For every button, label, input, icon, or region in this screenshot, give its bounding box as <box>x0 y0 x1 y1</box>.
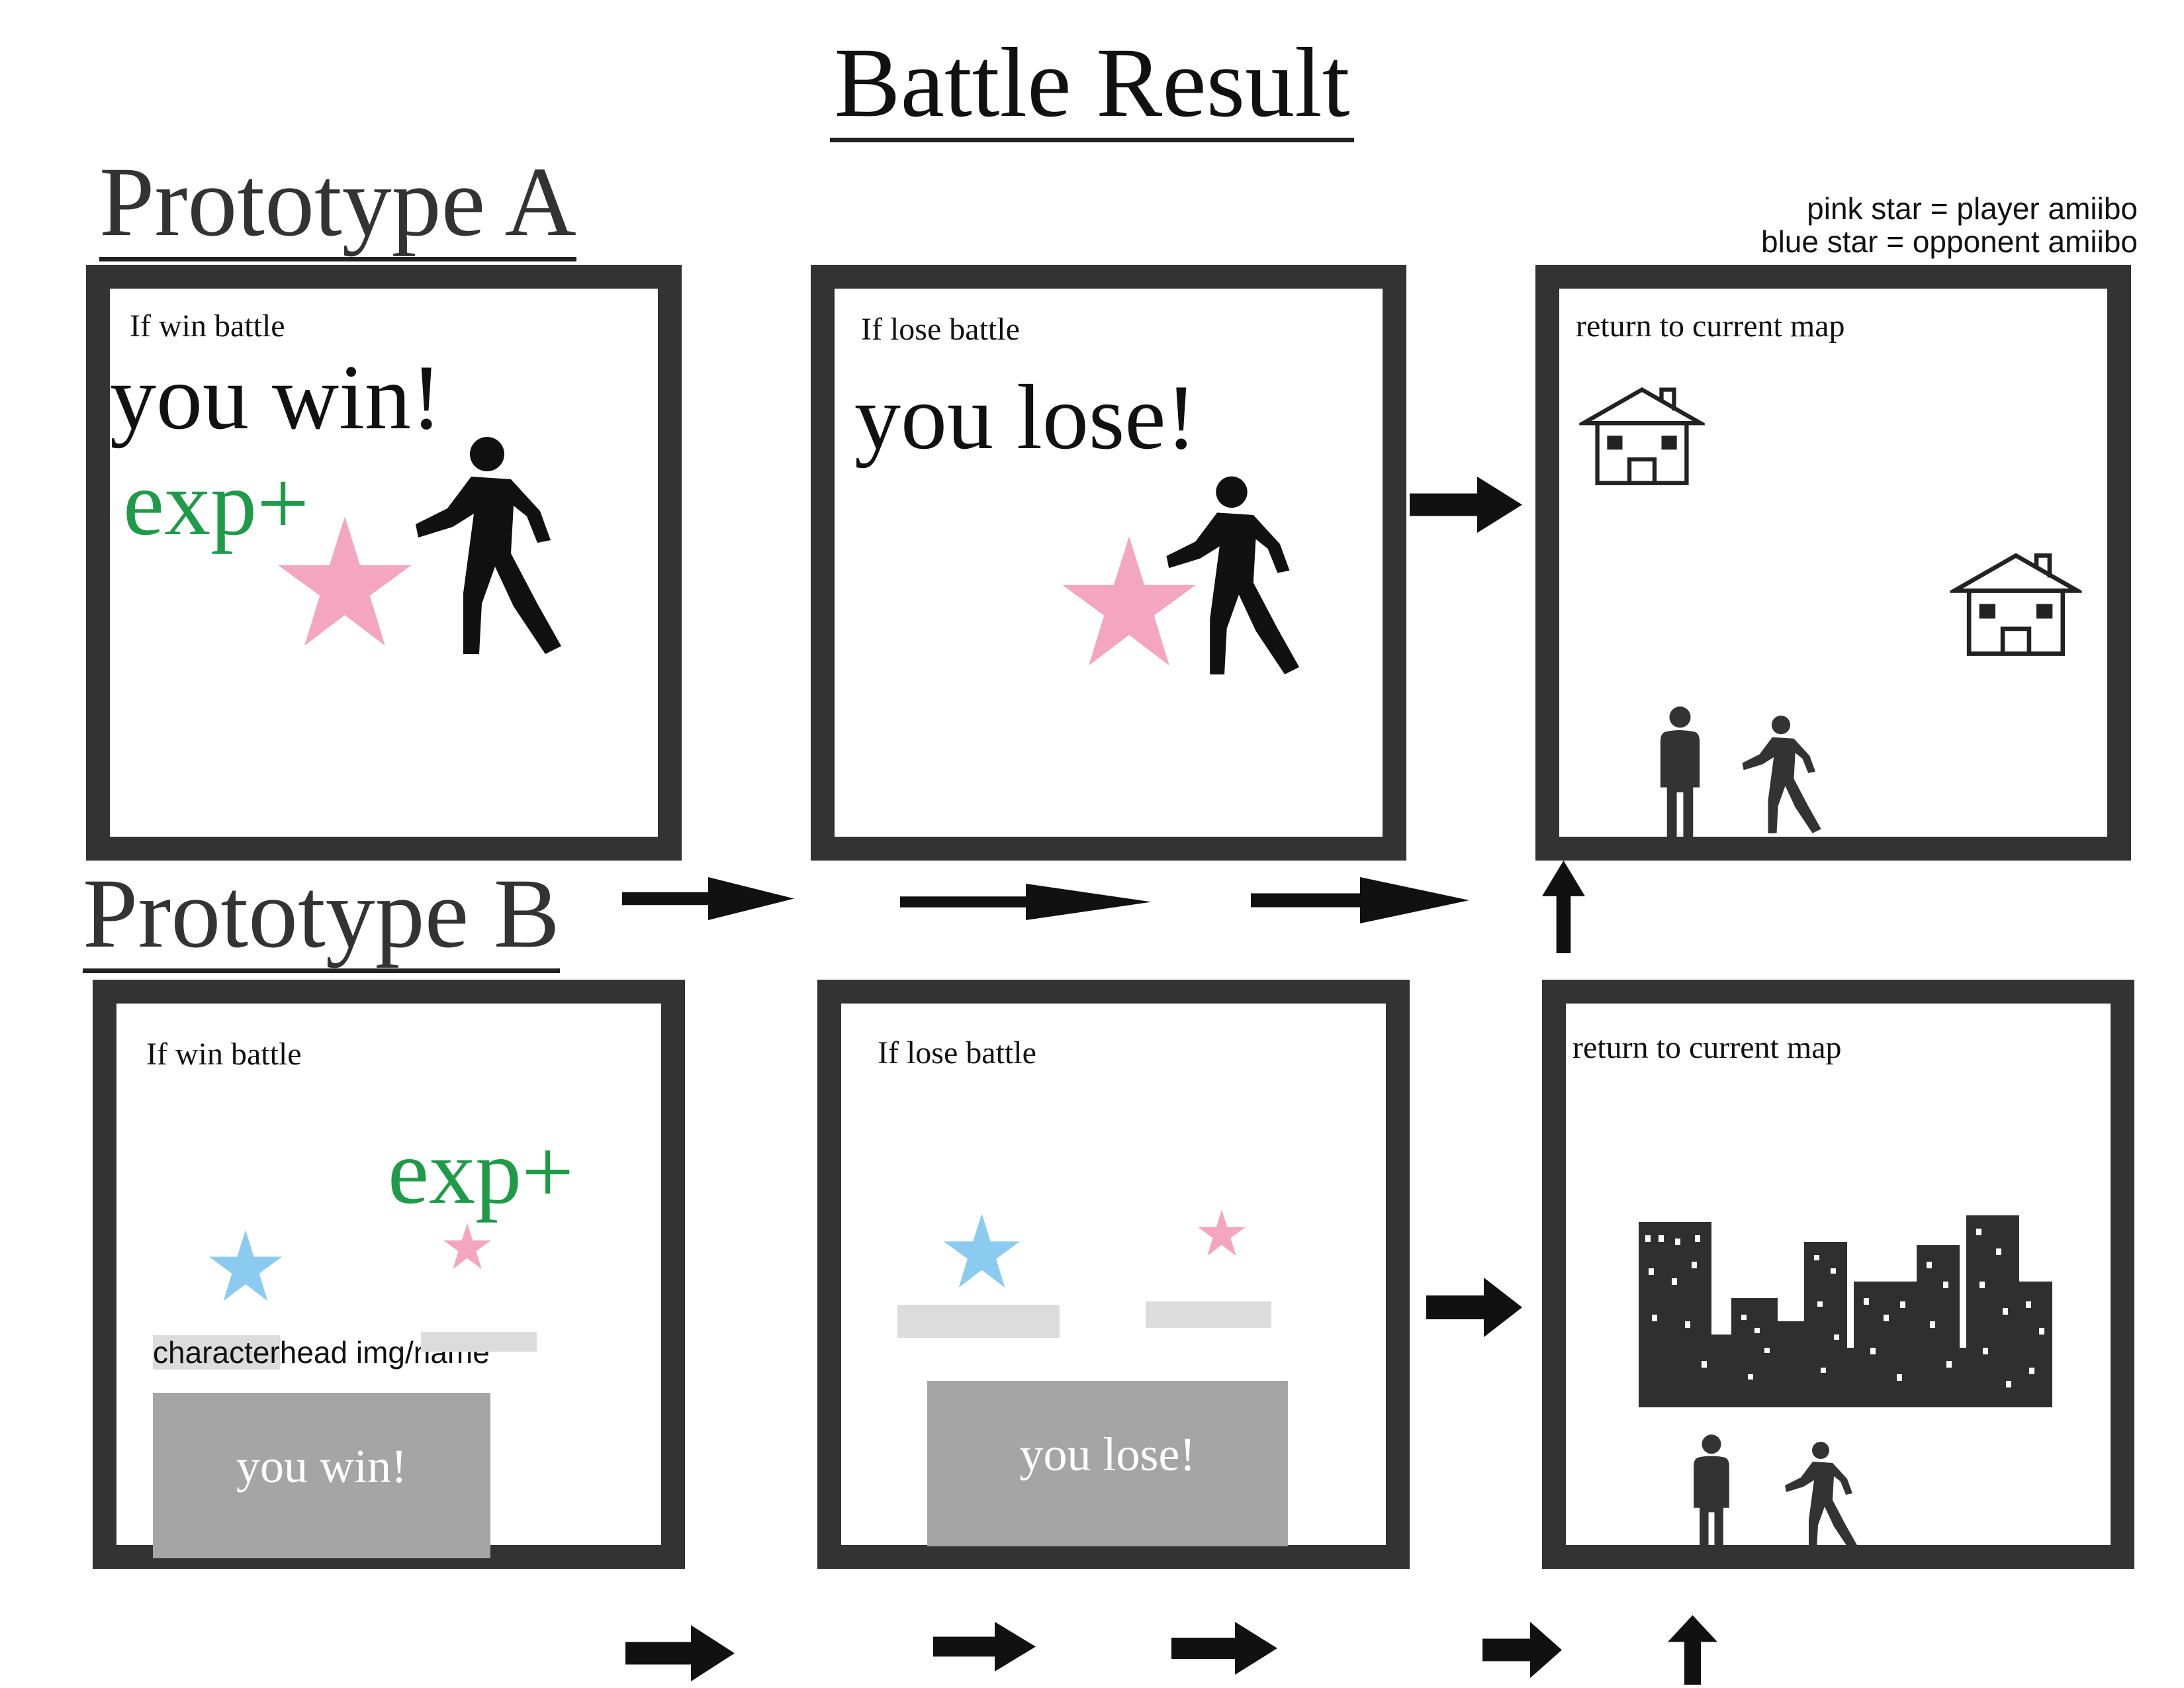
proto-b-map-panel: return to current map <box>1542 980 2134 1569</box>
standing-person-icon <box>1652 706 1708 845</box>
arrow-right-icon <box>622 877 794 920</box>
proto-b-lose-panel: If lose battle you lose! <box>817 980 1410 1569</box>
panel-caption: If win battle <box>146 1037 302 1072</box>
character-label-left: character <box>153 1335 280 1370</box>
arrow-right-icon <box>933 1622 1036 1671</box>
result-box: you lose! <box>927 1381 1288 1546</box>
arrow-right-icon <box>900 884 1152 920</box>
player-star-icon <box>1195 1209 1248 1258</box>
result-text: you lose! <box>1019 1428 1196 1481</box>
arrow-right-icon <box>1171 1622 1277 1675</box>
opponent-star-icon <box>940 1212 1023 1291</box>
proto-b-win-panel: If win battle exp+ characterhead img/nam… <box>93 980 685 1569</box>
panel-caption: return to current map <box>1572 1030 1842 1065</box>
lose-headline: you lose! <box>854 366 1197 469</box>
player-star-icon <box>441 1222 494 1272</box>
opponent-name-bar <box>897 1305 1060 1338</box>
panel-caption: If lose battle <box>861 312 1020 347</box>
proto-a-lose-panel: If lose battle you lose! <box>811 265 1406 861</box>
result-box: you win! <box>153 1393 490 1558</box>
walking-character-icon <box>1159 474 1304 679</box>
walking-person-icon <box>1738 712 1824 838</box>
prototype-a-label: Prototype A <box>99 147 576 261</box>
walking-character-icon <box>408 434 567 659</box>
arrow-up-icon <box>1668 1615 1717 1685</box>
name-bar <box>421 1332 537 1352</box>
panel-caption: return to current map <box>1576 308 1845 344</box>
arrow-right-icon <box>1426 1278 1522 1337</box>
panel-caption: If win battle <box>130 308 285 344</box>
arrow-right-icon <box>1482 1622 1562 1678</box>
arrow-right-icon <box>1410 477 1522 533</box>
player-name-bar <box>1146 1301 1271 1328</box>
panel-caption: If lose battle <box>878 1035 1036 1070</box>
exp-label: exp+ <box>388 1121 574 1223</box>
win-headline: you win! <box>110 346 442 449</box>
prototype-b-label: Prototype B <box>83 859 560 973</box>
arrow-up-icon <box>1542 861 1585 953</box>
walking-person-icon <box>1781 1440 1860 1553</box>
player-star-icon <box>275 507 414 659</box>
proto-a-win-panel: If win battle you win! exp+ <box>86 265 682 861</box>
city-skyline-icon <box>1639 1215 2052 1407</box>
proto-a-map-panel: return to current map <box>1535 265 2131 861</box>
standing-person-icon <box>1685 1434 1738 1560</box>
result-text: you win! <box>236 1440 407 1493</box>
legend: pink star = player amiibo blue star = op… <box>1542 192 2138 258</box>
house-icon <box>1950 547 2082 657</box>
page-title: Battle Result <box>0 26 2184 142</box>
legend-line-player: pink star = player amiibo <box>1807 191 2138 226</box>
arrow-right-icon <box>1251 877 1469 923</box>
arrow-right-icon <box>625 1625 735 1681</box>
opponent-star-icon <box>206 1229 285 1305</box>
legend-line-opponent: blue star = opponent amiibo <box>1760 224 2138 259</box>
house-icon <box>1579 381 1705 486</box>
exp-label: exp+ <box>123 452 310 555</box>
